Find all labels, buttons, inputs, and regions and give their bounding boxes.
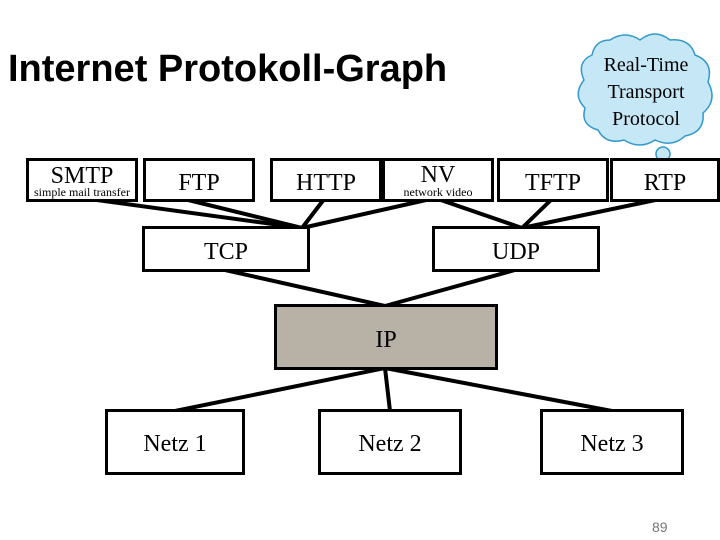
- link-smtp-tcp: [81, 196, 303, 230]
- node-ftp: FTP: [143, 158, 255, 202]
- node-tcp-label: TCP: [203, 239, 248, 265]
- node-nv: NV network video: [382, 158, 494, 202]
- node-udp: UDP: [432, 226, 600, 272]
- page-title: Internet Protokoll-Graph: [8, 48, 448, 90]
- node-http-label: HTTP: [296, 170, 356, 196]
- node-tftp: TFTP: [497, 158, 609, 202]
- node-smtp-sublabel: simple mail transfer: [34, 185, 130, 199]
- node-netz2: Netz 2: [318, 409, 462, 475]
- node-nv-sublabel: network video: [403, 185, 473, 199]
- callout-line-1: Real-Time: [603, 54, 689, 76]
- callout-line-2: Transport: [607, 81, 685, 103]
- node-smtp-label: SMTP: [50, 163, 114, 189]
- link-ftp-tcp: [179, 196, 303, 230]
- node-ip: IP: [274, 304, 498, 370]
- link-rtp-udp: [521, 196, 666, 230]
- node-udp-label: UDP: [491, 239, 540, 265]
- node-netz3-label: Netz 3: [580, 431, 644, 457]
- link-udp-ip: [384, 268, 516, 308]
- node-nv-label: NV: [420, 162, 456, 188]
- link-ip-netz3: [384, 366, 613, 413]
- link-ip-netz1: [174, 366, 386, 413]
- link-nv-tcp: [301, 196, 436, 230]
- node-netz1-label: Netz 1: [143, 431, 207, 457]
- link-tcp-ip: [224, 268, 386, 308]
- node-netz1: Netz 1: [105, 409, 245, 475]
- link-tftp-udp: [520, 196, 555, 230]
- node-tcp: TCP: [142, 226, 310, 272]
- node-smtp: SMTP simple mail transfer: [26, 158, 138, 202]
- page-number: 89: [652, 519, 668, 535]
- node-netz2-label: Netz 2: [358, 431, 422, 457]
- node-rtp: RTP: [610, 158, 720, 202]
- rtp-callout-text: Real-Time Transport Protocol: [586, 52, 706, 133]
- node-tftp-label: TFTP: [524, 170, 581, 196]
- link-nv-udp: [434, 196, 523, 230]
- link-http-tcp: [300, 196, 327, 230]
- callout-line-3: Protocol: [612, 108, 680, 130]
- node-netz3: Netz 3: [540, 409, 684, 475]
- link-ip-netz2: [383, 367, 392, 412]
- node-rtp-label: RTP: [643, 170, 687, 196]
- node-ftp-label: FTP: [178, 170, 220, 196]
- node-http: HTTP: [270, 158, 382, 202]
- node-ip-label: IP: [375, 327, 397, 353]
